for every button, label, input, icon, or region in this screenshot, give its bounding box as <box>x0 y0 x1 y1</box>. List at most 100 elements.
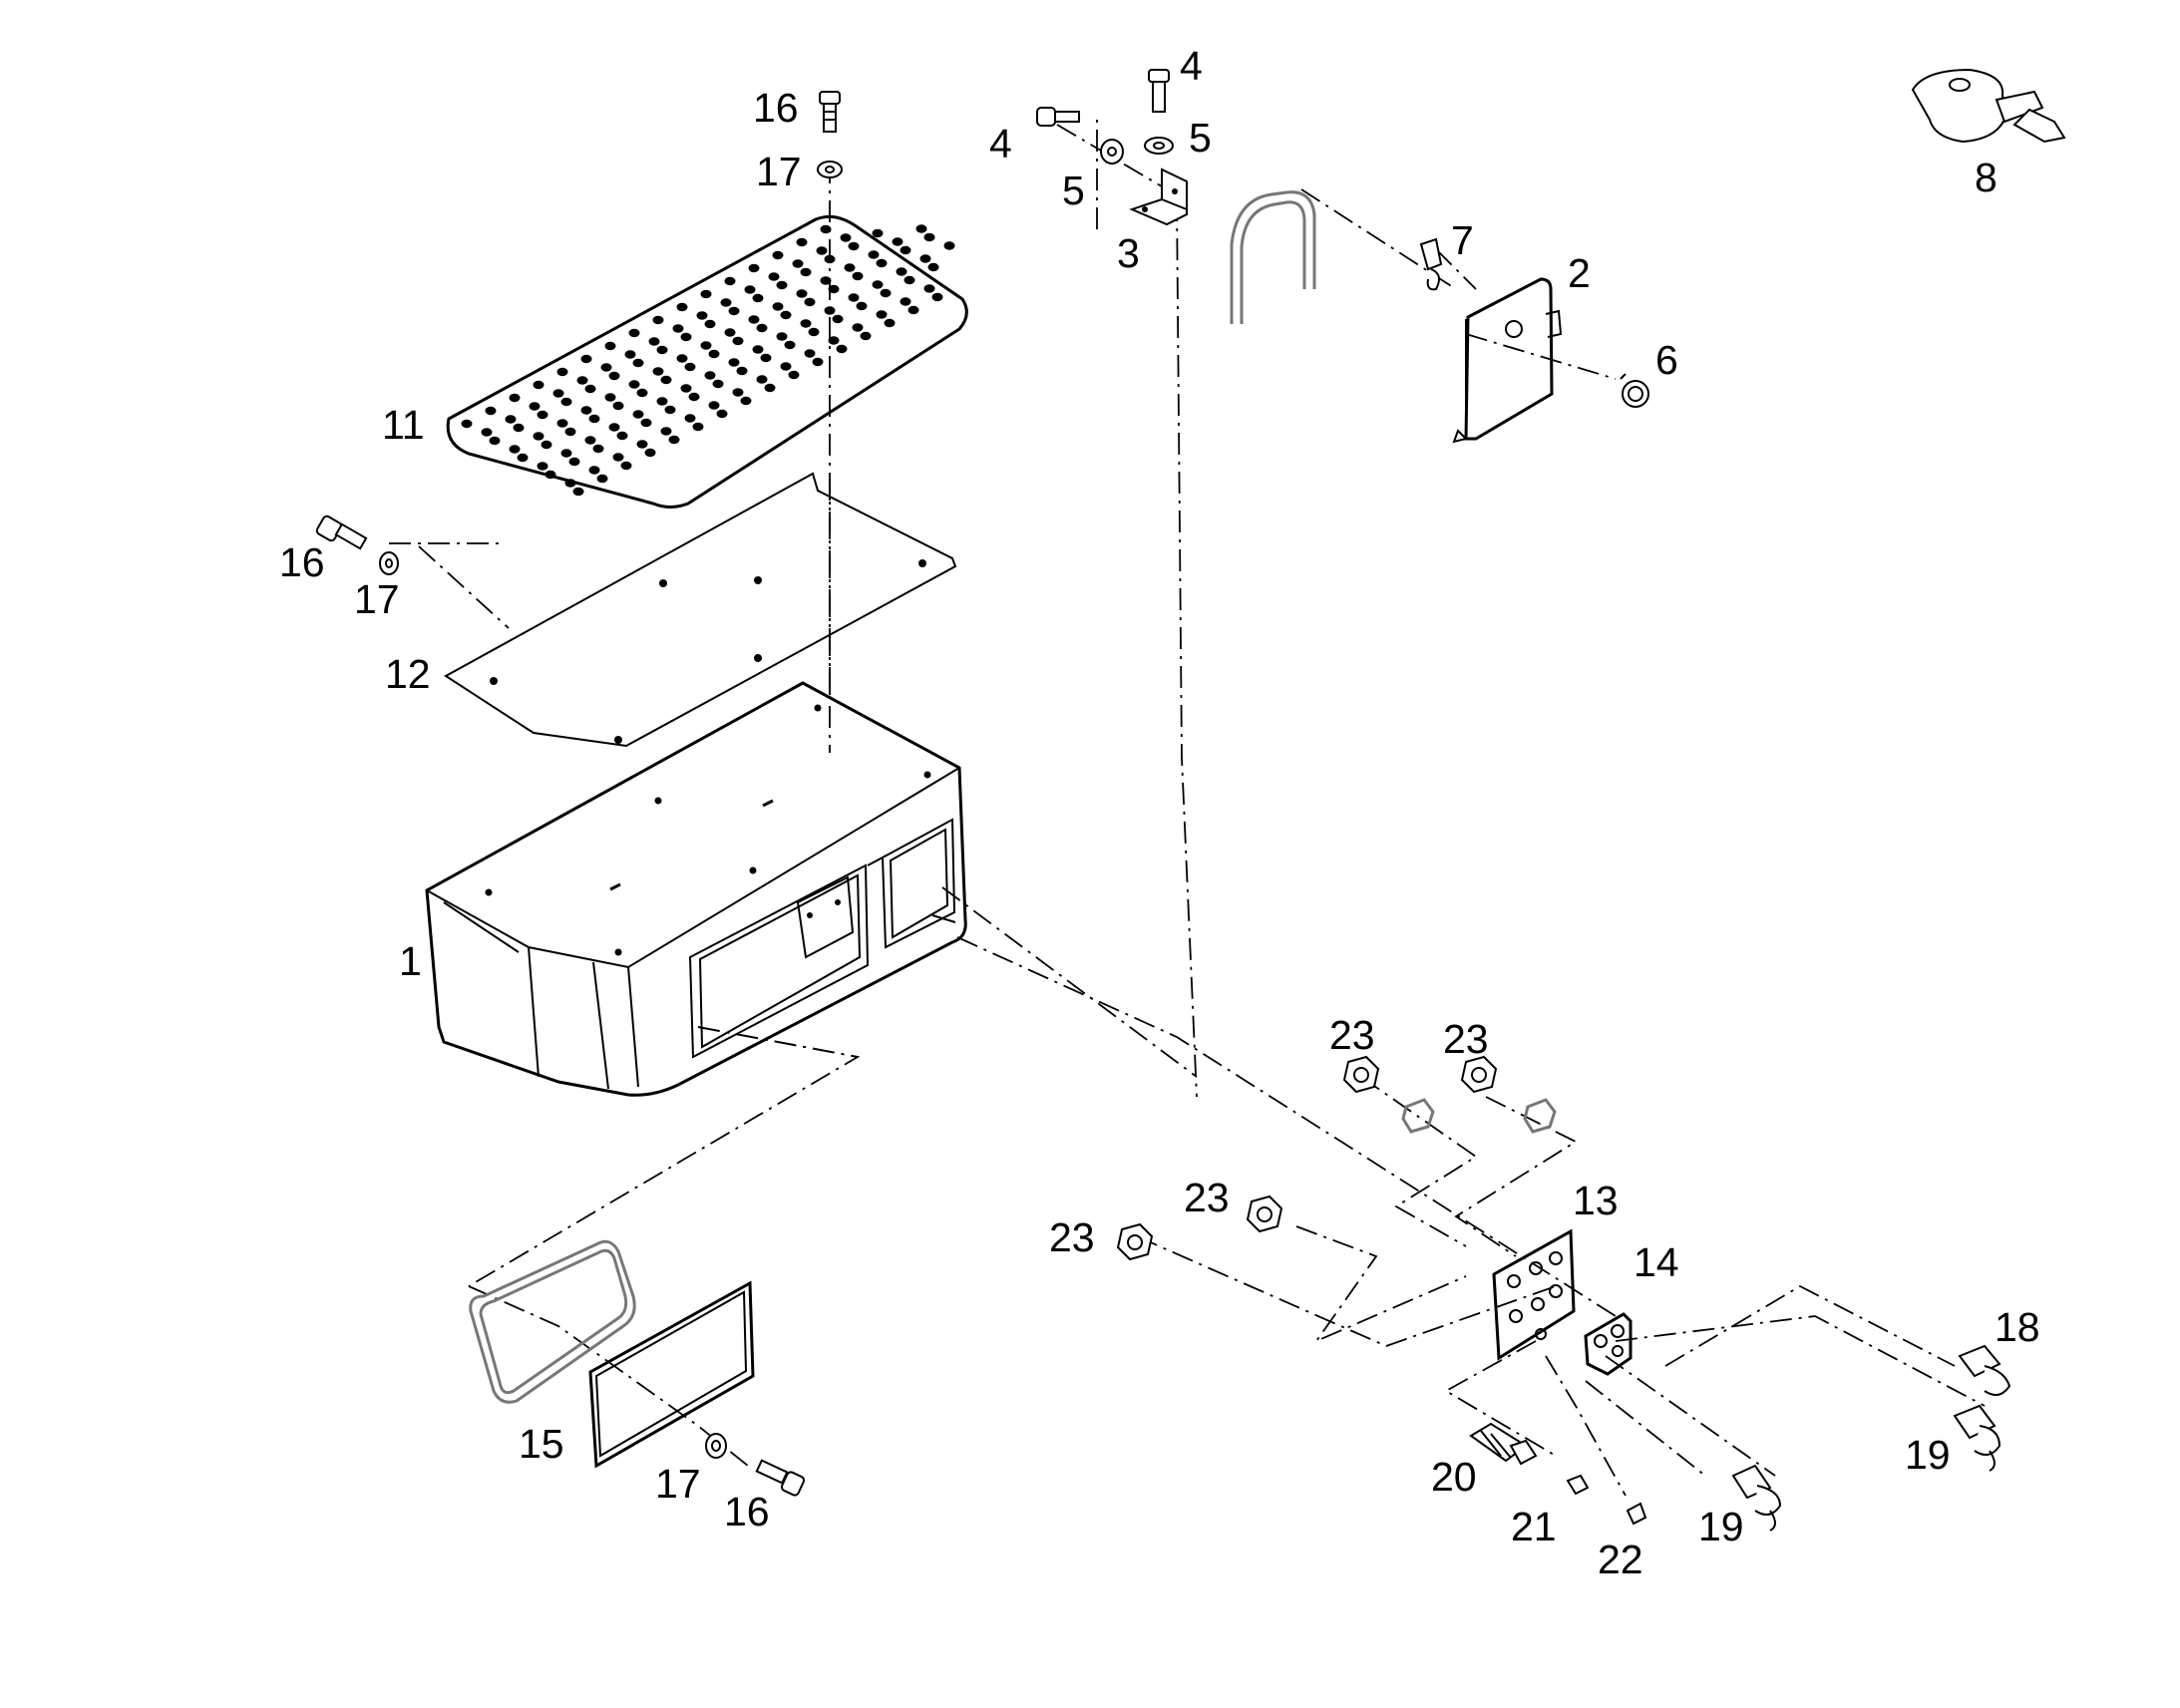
perforation-hole <box>652 367 664 376</box>
perforation-hole <box>724 276 736 286</box>
label-18: 18 <box>1995 1304 2040 1350</box>
bolt-16-bottom <box>705 1433 806 1497</box>
perforation-hole <box>824 254 836 264</box>
perforation-hole <box>908 305 919 315</box>
perforation-hole <box>596 474 608 484</box>
perforation-hole <box>760 353 772 363</box>
perforation-hole <box>736 366 748 376</box>
perforation-hole <box>560 397 572 407</box>
connector-bracket-14 <box>1584 1312 1633 1376</box>
perforation-hole <box>732 388 744 397</box>
perforation-hole <box>848 293 860 302</box>
perforation-hole <box>656 397 668 406</box>
perforation-hole <box>792 259 804 268</box>
perforation-hole <box>804 349 816 358</box>
perforation-hole <box>552 389 564 398</box>
perforation-hole <box>636 440 648 449</box>
label-2: 2 <box>1568 250 1591 296</box>
nuts-23 <box>1116 1055 1557 1261</box>
label-14: 14 <box>1634 1239 1679 1285</box>
perforation-hole <box>820 276 832 285</box>
perforation-hole <box>461 419 473 429</box>
perforation-hole <box>604 393 616 402</box>
perforation-hole <box>664 405 676 415</box>
label-16-top: 16 <box>753 85 799 131</box>
perforation-hole <box>776 280 788 290</box>
label-17-top: 17 <box>756 149 802 194</box>
perforation-hole <box>724 328 736 337</box>
perforation-hole <box>604 341 616 351</box>
perforation-hole <box>580 354 592 364</box>
perforation-hole <box>900 245 911 255</box>
gasket-sheet <box>444 472 957 748</box>
spring-clip <box>1419 237 1443 291</box>
perforation-hole <box>919 254 931 263</box>
nut-6 <box>1620 373 1649 408</box>
perforation-hole <box>820 224 832 234</box>
perforation-hole <box>828 284 840 294</box>
label-17-left: 17 <box>354 576 400 622</box>
perforation-hole <box>732 336 744 346</box>
perforation-hole <box>612 401 624 411</box>
perforation-hole <box>808 327 820 337</box>
perforation-hole <box>537 410 548 420</box>
label-19-left: 19 <box>1698 1504 1744 1549</box>
perforation-hole <box>608 423 620 432</box>
perforation-hole <box>676 302 688 312</box>
plug-21 <box>1566 1474 1590 1496</box>
perforation-hole <box>712 379 724 389</box>
perforation-hole <box>772 302 784 311</box>
perforation-hole <box>696 311 708 320</box>
perforation-hole <box>533 432 545 441</box>
bolt-16-top <box>817 91 843 178</box>
label-23-b: 23 <box>1443 1016 1489 1062</box>
perforation-hole <box>931 292 943 302</box>
label-5-right: 5 <box>1189 115 1212 161</box>
label-12: 12 <box>385 651 431 697</box>
perforation-hole <box>656 345 668 355</box>
perforation-hole <box>684 414 696 423</box>
perforation-hole <box>915 224 927 233</box>
perforated-step-plate <box>446 214 968 509</box>
perforation-hole <box>923 284 935 293</box>
perforation-hole <box>684 362 696 372</box>
perforation-hole <box>652 315 664 325</box>
perforation-hole <box>481 428 493 437</box>
perforation-hole <box>509 393 521 403</box>
perforation-hole <box>668 435 680 445</box>
perforation-hole <box>632 358 644 368</box>
label-15: 15 <box>519 1421 564 1467</box>
perforation-hole <box>752 293 764 303</box>
perforation-hole <box>788 370 800 380</box>
perforation-hole <box>804 297 816 307</box>
perforation-hole <box>513 423 525 433</box>
perforation-hole <box>876 310 888 319</box>
perforation-hole <box>852 271 864 281</box>
perforation-hole <box>816 246 828 255</box>
label-23-a: 23 <box>1329 1012 1375 1058</box>
perforation-hole <box>744 285 756 294</box>
perforation-hole <box>796 237 808 247</box>
perforation-hole <box>716 409 728 419</box>
leader-lines <box>389 120 1986 1497</box>
cap-22 <box>1626 1502 1647 1526</box>
perforation-hole <box>688 392 700 402</box>
label-1: 1 <box>399 938 422 984</box>
perforation-hole <box>620 461 632 471</box>
perforation-hole <box>680 332 692 342</box>
perforation-hole <box>764 383 776 393</box>
perforation-hole <box>896 267 908 276</box>
perforation-hole <box>545 470 556 480</box>
perforation-hole <box>485 406 497 416</box>
cover-plate <box>588 1280 755 1469</box>
perforation-hole <box>812 357 824 367</box>
perforation-hole <box>704 319 716 329</box>
label-4-top: 4 <box>1180 43 1203 89</box>
perforation-hole <box>592 444 604 454</box>
angle-bracket <box>1129 168 1188 226</box>
label-17-bottom: 17 <box>655 1461 701 1507</box>
perforation-hole <box>537 462 548 471</box>
perforation-hole <box>644 448 656 458</box>
label-11: 11 <box>382 402 425 448</box>
perforation-hole <box>676 354 688 363</box>
